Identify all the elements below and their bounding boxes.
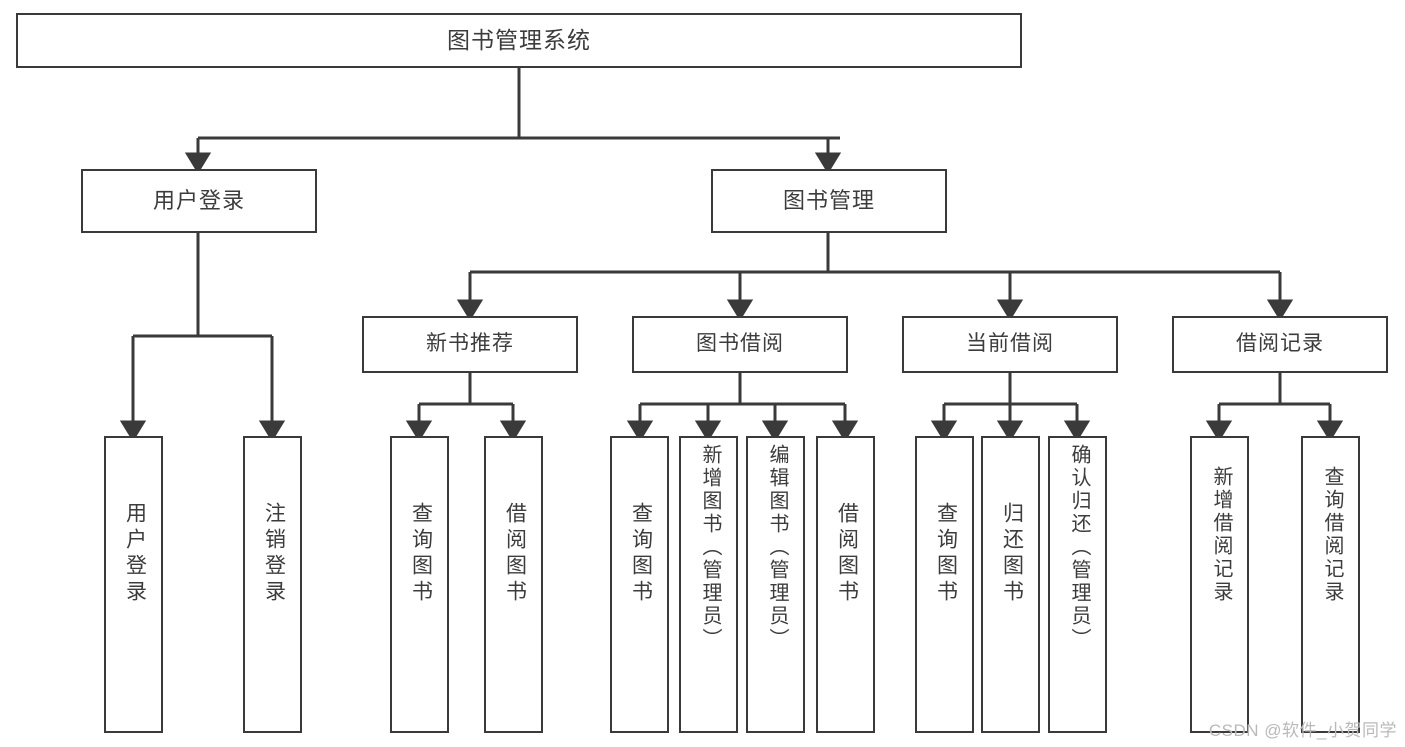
node-label: 查询图书 [934,502,958,606]
node-label: 查询图书 [629,502,653,606]
node-current-borrow[interactable]: 当前借阅 [902,316,1118,373]
node-label: 当前借阅 [966,332,1054,356]
leaf-borrow-book-recommend[interactable]: 借阅图书 [484,436,543,733]
node-borrow-record[interactable]: 借阅记录 [1172,316,1388,373]
leaf-query-borrow-record[interactable]: 查询借阅记录 [1301,436,1360,733]
node-label: 查询图书 [409,502,433,606]
leaf-borrow-book[interactable]: 借阅图书 [816,436,875,733]
node-book-borrow[interactable]: 图书借阅 [632,316,848,373]
leaf-confirm-return-admin[interactable]: 确认归还（管理员） [1048,436,1107,733]
node-label: 新增借阅记录 [1210,466,1232,604]
leaf-query-book-recommend[interactable]: 查询图书 [390,436,449,733]
node-label: 图书管理系统 [447,27,591,54]
node-new-book-recommend[interactable]: 新书推荐 [362,316,578,373]
leaf-return-book[interactable]: 归还图书 [981,436,1040,733]
node-label: 借阅记录 [1236,332,1324,356]
leaf-edit-book-admin[interactable]: 编辑图书（管理员） [746,436,805,733]
node-book-management[interactable]: 图书管理 [711,169,947,233]
node-label: 新增图书（管理员） [699,444,721,651]
node-label: 查询借阅记录 [1321,466,1343,604]
node-label: 注销登录 [262,502,286,606]
watermark-text: CSDN @软件_小贺同学 [1208,721,1397,740]
node-label: 图书管理 [782,188,875,214]
node-label: 借阅图书 [835,502,859,606]
node-label: 编辑图书（管理员） [766,444,788,651]
node-label: 确认归还（管理员） [1068,444,1090,651]
leaf-query-book-current[interactable]: 查询图书 [915,436,974,733]
node-label: 图书借阅 [696,332,784,356]
node-root-system[interactable]: 图书管理系统 [16,13,1022,68]
leaf-logout[interactable]: 注销登录 [243,436,302,733]
node-label: 归还图书 [1000,502,1024,606]
node-label: 用户登录 [152,188,245,214]
node-label: 新书推荐 [426,332,514,356]
node-label: 用户登录 [123,502,147,606]
leaf-add-borrow-record[interactable]: 新增借阅记录 [1190,436,1249,733]
leaf-user-login[interactable]: 用户登录 [104,436,163,733]
node-user-login[interactable]: 用户登录 [81,169,317,233]
node-label: 借阅图书 [503,502,527,606]
leaf-query-book-borrow[interactable]: 查询图书 [610,436,669,733]
leaf-add-book-admin[interactable]: 新增图书（管理员） [679,436,738,733]
